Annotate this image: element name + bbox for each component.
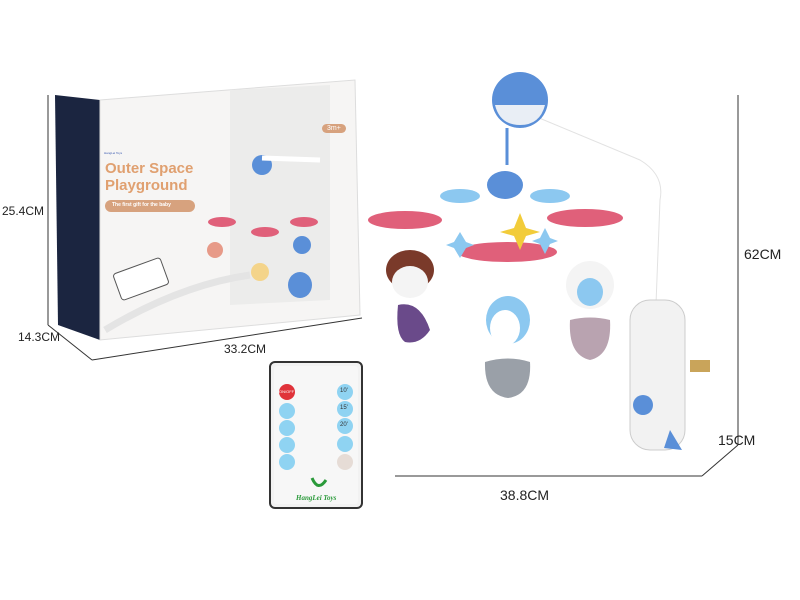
mobile-height-label: 62CM bbox=[744, 246, 782, 262]
box-title-line1: Outer Space bbox=[105, 160, 194, 177]
box-title-line2: Playground bbox=[105, 177, 188, 194]
remote-brand: HangLei Toys bbox=[296, 494, 337, 502]
remote-power-label: ON/OFF bbox=[279, 389, 295, 394]
box-width-label: 33.2CM bbox=[224, 342, 267, 356]
mobile-dimension-lines bbox=[395, 95, 739, 477]
box-tagline: The first gift for the baby bbox=[112, 202, 171, 208]
remote-15-label: 15' bbox=[340, 405, 348, 411]
mobile-depth-label: 15CM bbox=[718, 432, 756, 448]
remote-20-label: 20' bbox=[340, 422, 348, 428]
box-height-label: 25.4CM bbox=[2, 204, 45, 218]
box-dimension-lines bbox=[47, 95, 363, 361]
box-depth-label: 14.3CM bbox=[18, 330, 61, 344]
product-box bbox=[55, 79, 361, 341]
remote-10-label: 10' bbox=[340, 388, 348, 394]
box-logo: HangLei Toys bbox=[104, 151, 123, 155]
mobile-width-label: 38.8CM bbox=[500, 487, 550, 503]
remote-control bbox=[269, 361, 363, 509]
crib-mobile bbox=[368, 72, 710, 451]
age-badge: 3m+ bbox=[322, 124, 346, 133]
